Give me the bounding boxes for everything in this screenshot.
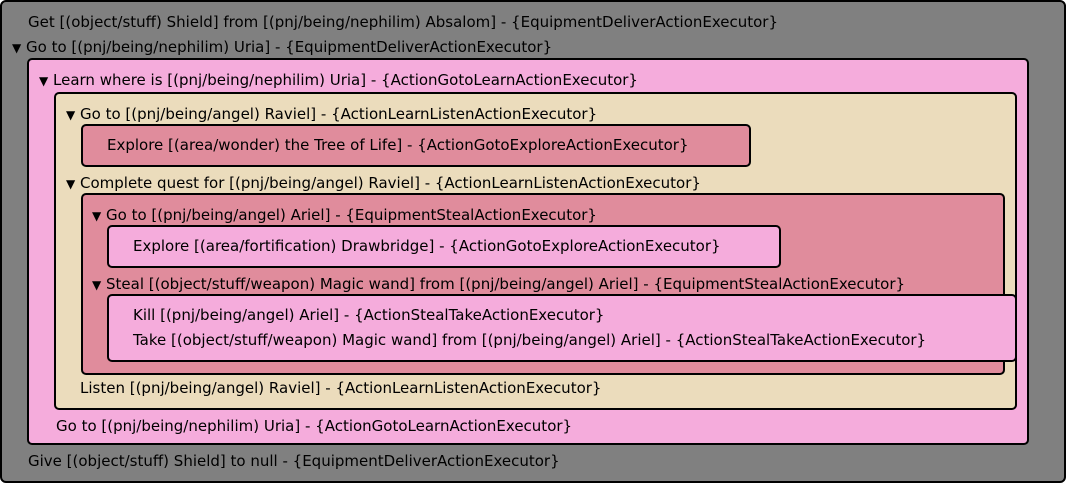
tree-node-goto-uria-learn[interactable]: Go to [(pnj/being/nephilim) Uria] - {Act… [56,416,572,436]
node-label: Kill [(pnj/being/angel) Ariel] - {Action… [133,306,605,324]
group-goto-ariel: Explore [(area/fortification) Drawbridge… [107,225,781,268]
node-label: Go to [(pnj/being/nephilim) Uria] - {Act… [56,417,573,435]
node-label: Take [(object/stuff/weapon) Magic wand] … [133,331,927,349]
tree-node-goto-raviel[interactable]: ▼ Go to [(pnj/being/angel) Raviel] - {Act… [66,104,597,124]
tree-node-explore-tree-of-life[interactable]: Explore [(area/wonder) the Tree of Life]… [107,135,689,155]
node-label: Explore [(area/wonder) the Tree of Life]… [107,136,689,154]
node-label: Go to [(pnj/being/angel) Ariel] - {Equip… [106,206,597,224]
group-goto-uria: ▼ Learn where is [(pnj/being/nephilim) Ur… [27,58,1029,445]
tree-node-steal-magic-wand[interactable]: ▼ Steal [(object/stuff/weapon) Magic wand… [92,274,905,294]
expand-arrow-icon[interactable]: ▼ [66,108,76,122]
node-label: Give [(object/stuff) Shield] to null - {… [28,452,560,470]
node-label: Complete quest for [(pnj/being/angel) Ra… [80,174,701,192]
group-learn-where-uria: ▼ Go to [(pnj/being/angel) Raviel] - {Act… [54,92,1017,410]
node-label: Get [(object/stuff) Shield] from [(pnj/b… [28,13,779,31]
expand-arrow-icon[interactable]: ▼ [12,41,22,55]
tree-node-kill-ariel[interactable]: Kill [(pnj/being/angel) Ariel] - {Action… [133,305,604,325]
tree-node-explore-drawbridge[interactable]: Explore [(area/fortification) Drawbridge… [133,236,721,256]
tree-node-learn-where-uria[interactable]: ▼ Learn where is [(pnj/being/nephilim) Ur… [39,70,638,90]
tree-node-goto-uria[interactable]: ▼ Go to [(pnj/being/nephilim) Uria] - {Eq… [12,37,552,57]
group-goto-raviel: Explore [(area/wonder) the Tree of Life]… [81,124,751,167]
node-label: Explore [(area/fortification) Drawbridge… [133,237,721,255]
tree-node-give-shield[interactable]: Give [(object/stuff) Shield] to null - {… [28,451,560,471]
node-label: Learn where is [(pnj/being/nephilim) Uri… [53,71,638,89]
expand-arrow-icon[interactable]: ▼ [92,278,102,292]
group-steal-magic-wand: Kill [(pnj/being/angel) Ariel] - {Action… [107,294,1017,362]
node-label: Listen [(pnj/being/angel) Raviel] - {Act… [80,379,602,397]
node-label: Steal [(object/stuff/weapon) Magic wand]… [106,275,906,293]
expand-arrow-icon[interactable]: ▼ [92,209,102,223]
tree-node-listen-raviel[interactable]: Listen [(pnj/being/angel) Raviel] - {Act… [80,378,601,398]
node-label: Go to [(pnj/being/angel) Raviel] - {Acti… [80,105,598,123]
expand-arrow-icon[interactable]: ▼ [39,74,49,88]
tree-node-complete-quest-raviel[interactable]: ▼ Complete quest for [(pnj/being/angel) R… [66,173,701,193]
tree-node-goto-ariel[interactable]: ▼ Go to [(pnj/being/angel) Ariel] - {Equi… [92,205,597,225]
expand-arrow-icon[interactable]: ▼ [66,177,76,191]
tree-node-get-shield[interactable]: Get [(object/stuff) Shield] from [(pnj/b… [28,12,778,32]
tree-node-take-magic-wand[interactable]: Take [(object/stuff/weapon) Magic wand] … [133,330,926,350]
node-label: Go to [(pnj/being/nephilim) Uria] - {Equ… [26,38,553,56]
group-complete-quest-raviel: ▼ Go to [(pnj/being/angel) Ariel] - {Equi… [81,193,1017,375]
